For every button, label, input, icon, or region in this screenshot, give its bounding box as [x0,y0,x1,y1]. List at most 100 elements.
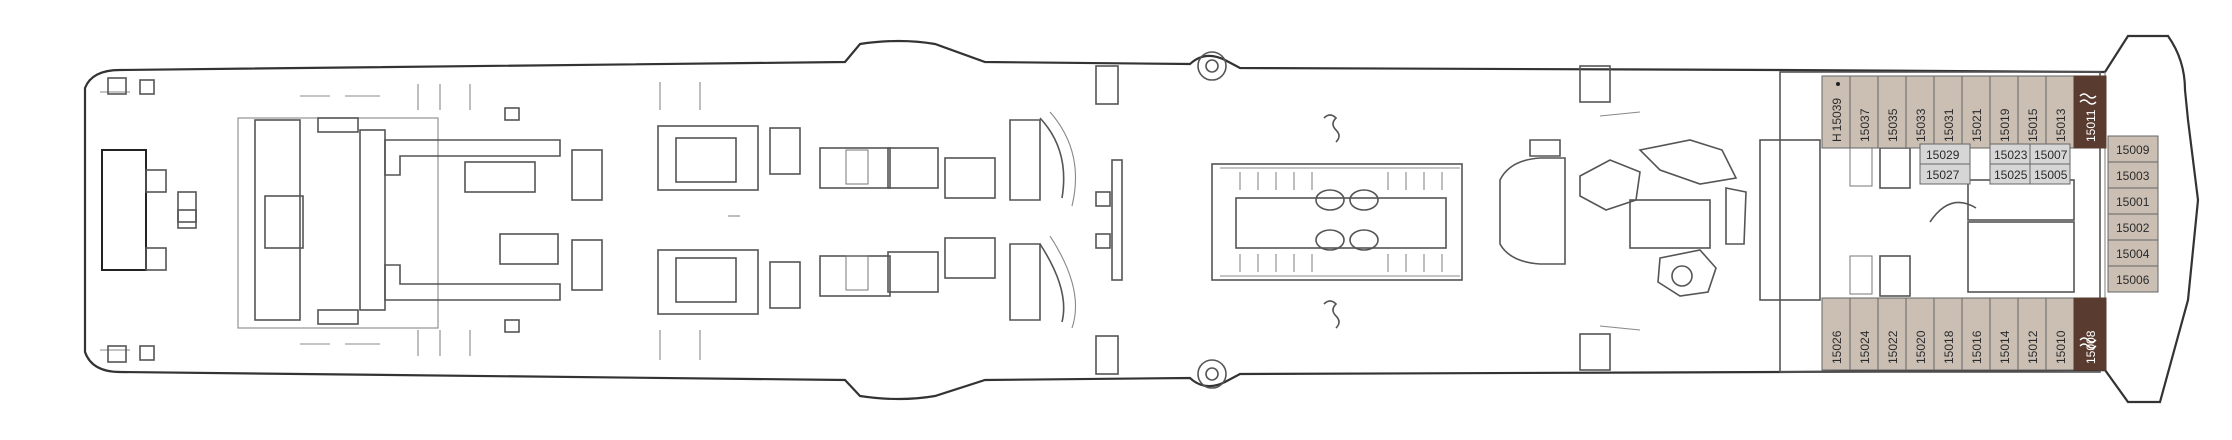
cabin-label-15007: 15007 [2034,148,2068,162]
small-box [1095,191,1111,207]
cabin-label-15037: 15037 [1858,108,1872,142]
cabin-15037[interactable] [1849,75,1879,149]
bar-icon [504,107,520,121]
suite-15011[interactable] [2073,75,2107,149]
cabin-label-15035: 15035 [1886,108,1900,142]
cabin-label-15006: 15006 [2116,273,2150,287]
pool-ladder-icon [1323,300,1340,329]
feature-room [1629,199,1711,249]
venue-stage-left [254,119,301,321]
suite-label-15011: 15011 [2084,109,2098,142]
feature-panel [1725,187,1747,245]
cabin-15006[interactable] [2107,265,2159,293]
cabin-block: H15039 15037 15035 15033 15031 15021 150… [1759,71,2159,373]
aft-core-bottom [571,239,603,291]
bow-structure [101,149,147,271]
funnel-inner [1205,59,1219,73]
cabin-15005[interactable] [2029,163,2071,185]
venue-core [359,129,386,311]
cabin-15026[interactable] [1821,297,1851,371]
funnel-marker-top [1197,51,1227,81]
bow-bollard [139,79,155,95]
corridor-top [384,139,561,176]
cabin-label-15014: 15014 [1998,330,2012,364]
bow-area [100,77,197,363]
cabin-15015[interactable] [2017,75,2047,149]
lobby-bottom [944,237,996,279]
cabin-label-15022: 15022 [1886,330,1900,364]
jacuzzi [1349,229,1379,251]
pool-deck [1211,163,1463,281]
suite-wave-icon [2079,93,2097,105]
cabin-label-15024: 15024 [1858,330,1872,364]
structure-upper [657,125,759,191]
cabin-15001[interactable] [2107,187,2159,215]
cabin-label-15005: 15005 [2034,168,2068,182]
venue-small-room [317,117,359,133]
cabin-15019[interactable] [1989,75,2019,149]
cabin-label-15019: 15019 [1998,108,2012,142]
inner-lounge [1967,221,2075,293]
cabin-label-15027: 15027 [1926,168,1960,182]
bow-winch [107,77,127,95]
cabin-15004[interactable] [2107,239,2159,267]
cabin-15039[interactable] [1821,75,1851,149]
pool-edge [1220,167,1460,277]
suite-15008[interactable] [2073,297,2107,371]
loungers [659,82,701,360]
aft-dome [1499,157,1566,265]
cabin-label-15015: 15015 [2026,108,2040,142]
cabin-label-15016: 15016 [1970,330,1984,364]
aft-feature-area [1499,65,1747,371]
accessible-icon [1836,82,1840,86]
arc-bottom [1039,243,1065,323]
central-pool [1211,114,1463,329]
cabin-15035[interactable] [1877,75,1907,149]
cabin-corridor-core [1759,139,1821,301]
cabin-15027[interactable] [1919,163,1971,185]
stair-top [1009,119,1041,201]
cabin-15020[interactable] [1905,297,1935,371]
cabin-15016[interactable] [1961,297,1991,371]
cabin-label-15009: 15009 [2116,143,2150,157]
cabin-15009[interactable] [2107,135,2159,163]
feature-circle [1671,265,1693,287]
cabin-15018[interactable] [1933,297,1963,371]
arc-top [1039,117,1065,199]
jacuzzi [1315,189,1345,211]
cabin-15002[interactable] [2107,213,2159,241]
cabin-label-15029: 15029 [1926,148,1960,162]
cabin-label-15001: 15001 [2116,195,2150,209]
venue-stage-box [264,195,304,249]
stair-hatch [1095,65,1119,105]
sunbeds-bottom [1239,254,1443,272]
feature-shape [1638,139,1738,185]
bar-icon [504,319,520,333]
elevator-bank-top [887,147,939,189]
corridor-bottom [384,264,561,301]
side-room-top [819,147,891,189]
core-top [769,127,801,175]
stair-bottom [1009,243,1041,321]
core-bottom [769,261,801,309]
cabin-label-15026: 15026 [1830,330,1844,364]
cabin-15024[interactable] [1849,297,1879,371]
bow-block-top [145,169,167,193]
cabin-label-15023: 15023 [1994,148,2028,162]
lobby-top [944,157,996,199]
jacuzzi [1315,229,1345,251]
bow-winch [107,345,127,363]
funnel-inner [1205,367,1219,381]
stair-icon [1849,255,1873,295]
divider-column [1111,159,1123,281]
cabin-15014[interactable] [1989,297,2019,371]
cabin-15012[interactable] [2017,297,2047,371]
cabin-label-15021: 15021 [1970,108,1984,142]
stair-icon [845,149,869,185]
cabin-label-15031: 15031 [1942,108,1956,142]
aft-stair [1579,65,1611,103]
cabin-label-15039: H15039 [1830,98,1844,142]
room-upper [464,161,536,193]
room-lower [499,233,559,265]
